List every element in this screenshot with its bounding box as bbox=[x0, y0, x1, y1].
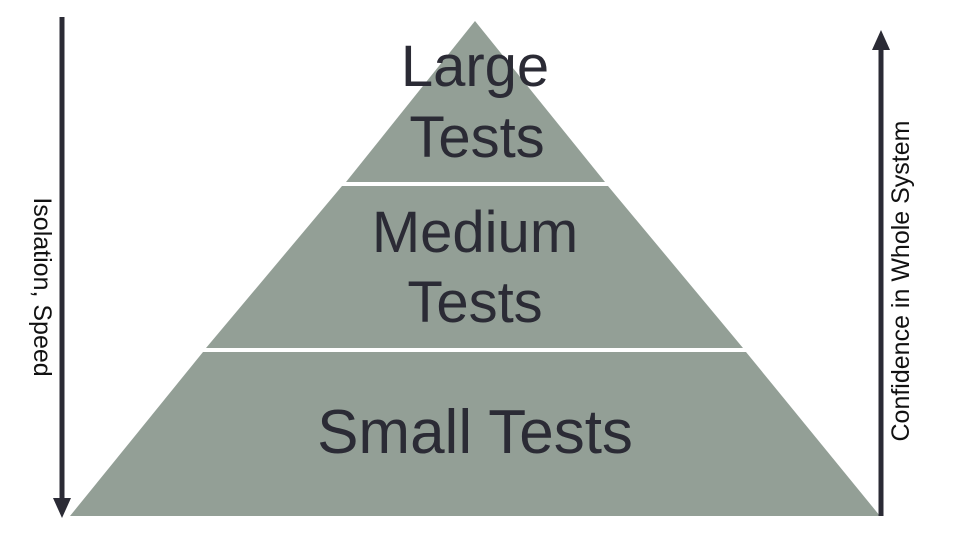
pyramid-tier-top bbox=[346, 21, 605, 182]
right-axis-label: Confidence in Whole System bbox=[887, 121, 915, 442]
arrow-up-icon bbox=[872, 30, 890, 50]
middle-tier-label-line2: Tests bbox=[407, 270, 542, 335]
left-axis-arrow bbox=[53, 17, 71, 518]
arrow-down-icon bbox=[53, 498, 71, 518]
bottom-tier-label: Small Tests bbox=[317, 398, 633, 467]
left-axis-label: Isolation, Speed bbox=[28, 197, 56, 376]
top-tier-label-line1: Large bbox=[401, 34, 549, 99]
pyramid-tier-middle bbox=[206, 186, 743, 348]
pyramid-tier-bottom bbox=[70, 352, 880, 516]
right-axis-arrow bbox=[872, 30, 890, 516]
middle-tier-label-line1: Medium bbox=[372, 200, 578, 265]
top-tier-label-line2: Tests bbox=[409, 105, 544, 170]
